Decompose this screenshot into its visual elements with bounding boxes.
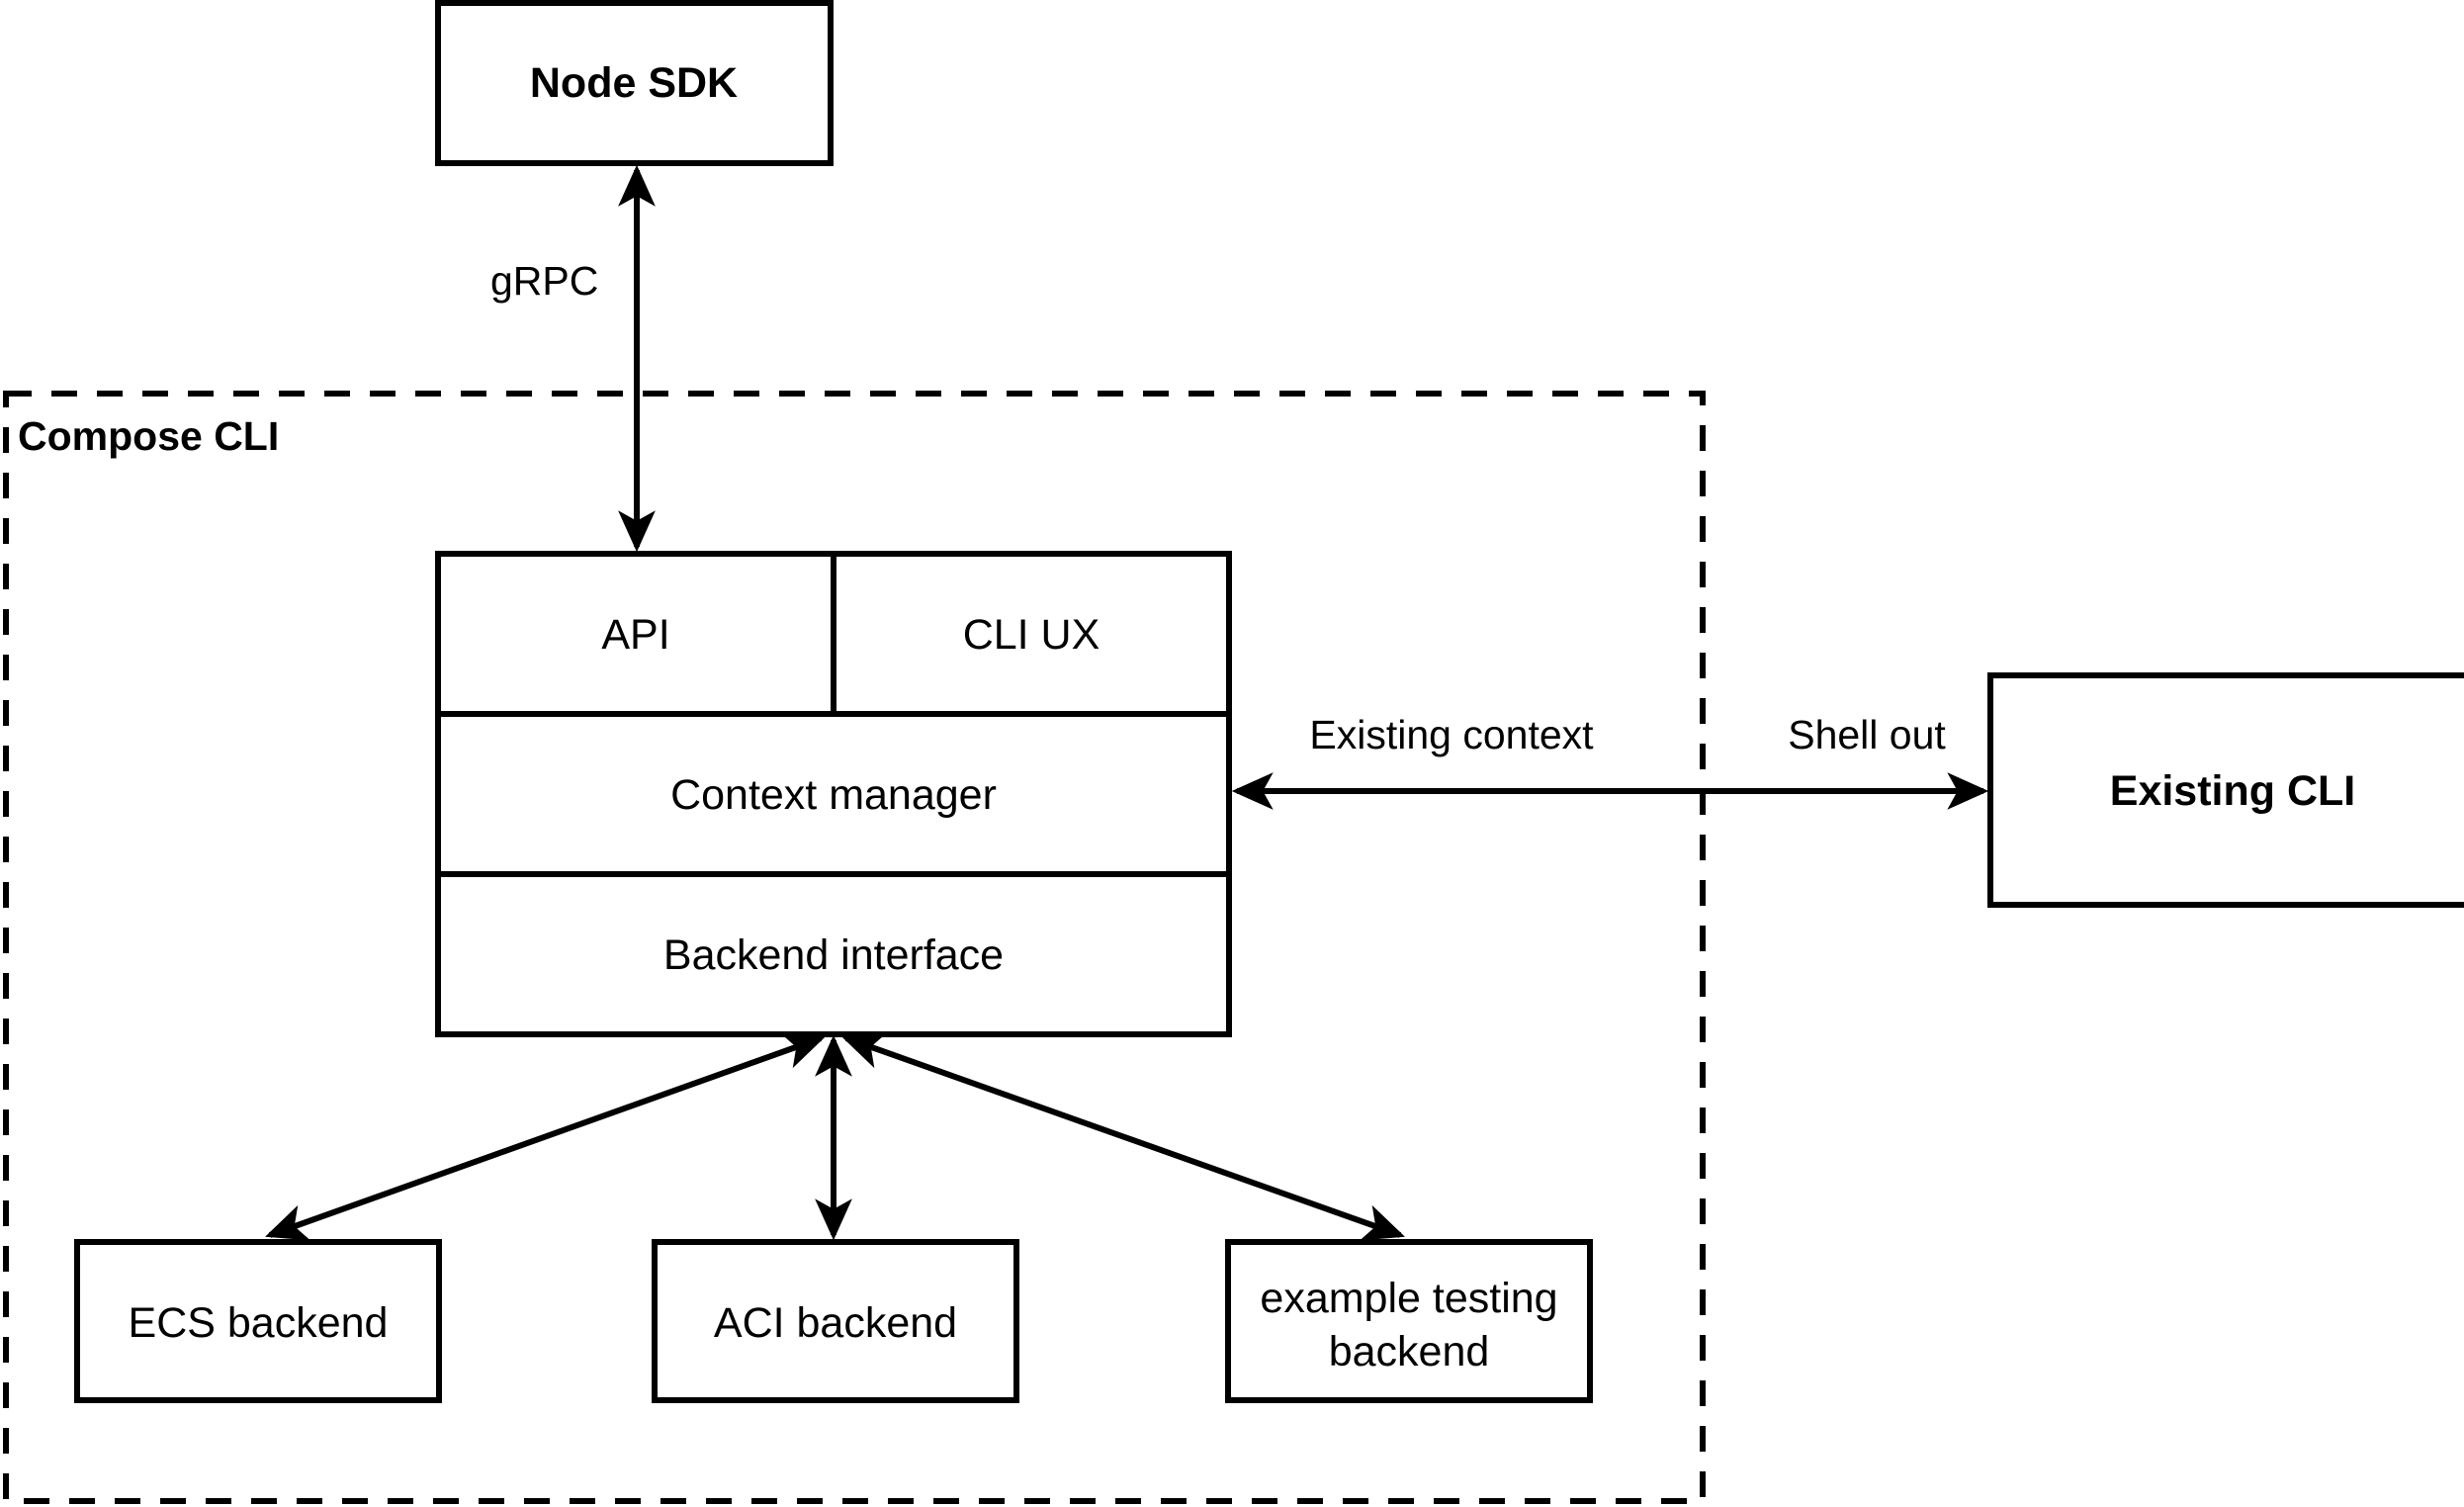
node-sdk-box[interactable] xyxy=(435,0,834,166)
existing-cli-label: Existing CLI xyxy=(2110,767,2355,815)
aci-backend-label: ACI backend xyxy=(714,1299,957,1347)
context-manager-box[interactable] xyxy=(435,711,1232,877)
backend-interface-label: Backend interface xyxy=(663,931,1004,979)
ecs-backend-label: ECS backend xyxy=(129,1299,389,1347)
aci-backend-box[interactable] xyxy=(652,1239,1019,1403)
ecs-backend-box[interactable] xyxy=(74,1239,442,1403)
backend-interface-box[interactable] xyxy=(435,871,1232,1037)
existing-cli-box[interactable] xyxy=(1987,672,2464,908)
grpc-edge-label: gRPC xyxy=(490,258,598,304)
api-label: API xyxy=(601,611,669,659)
example-testing-backend-box[interactable] xyxy=(1225,1239,1593,1403)
compose-cli-group-label: Compose CLI xyxy=(18,413,279,459)
example-testing-backend-label-line2: backend xyxy=(1329,1328,1490,1375)
example-testing-backend-connector xyxy=(841,1032,1405,1241)
compose-cli-group-boundary xyxy=(3,391,1706,1504)
existing-context-edge-label: Existing context xyxy=(1309,712,1594,757)
context-manager-label: Context manager xyxy=(670,771,997,819)
cli-ux-label: CLI UX xyxy=(963,611,1100,659)
node-sdk-label: Node SDK xyxy=(530,59,738,107)
ecs-backend-connector xyxy=(265,1032,826,1241)
example-testing-backend-label-line1: example testing xyxy=(1260,1275,1557,1322)
shell-out-edge-label: Shell out xyxy=(1788,712,1946,757)
